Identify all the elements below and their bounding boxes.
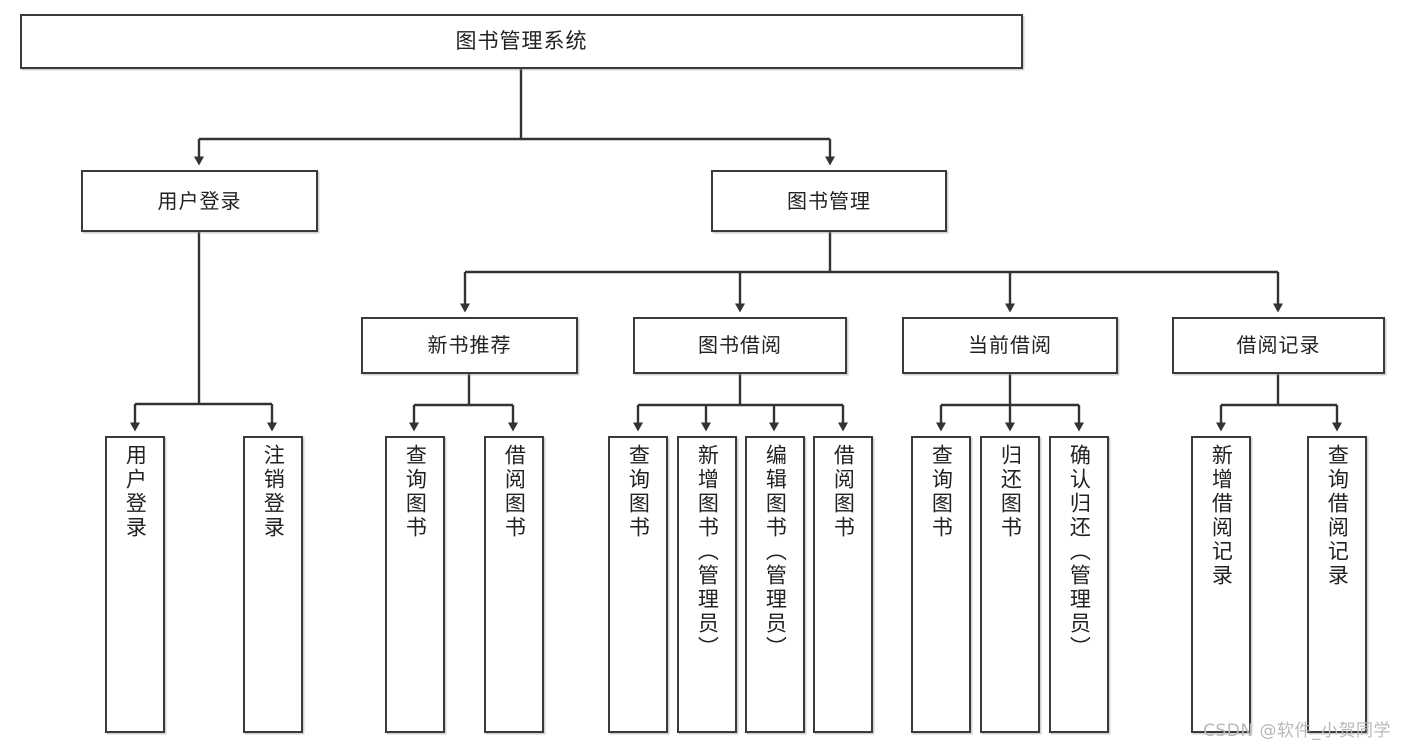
leaf-node-query-book-current[interactable]: 查询图书	[911, 436, 971, 733]
node-label: 归还图书	[998, 444, 1023, 540]
node-label: 借阅记录	[1236, 333, 1321, 357]
leaf-node-query-book-new[interactable]: 查询图书	[385, 436, 445, 733]
node-label: 新增图书（管理员）	[695, 444, 720, 660]
node-label: 用户登录	[123, 444, 148, 540]
leaf-node-borrow-book-new[interactable]: 借阅图书	[484, 436, 544, 733]
node-label: 查询借阅记录	[1325, 444, 1350, 588]
leaf-node-user-login[interactable]: 用户登录	[105, 436, 165, 733]
node-user-login[interactable]: 用户登录	[81, 170, 318, 232]
node-label: 注销登录	[261, 444, 286, 540]
node-label: 确认归还（管理员）	[1067, 444, 1092, 660]
node-label: 借阅图书	[831, 444, 856, 540]
node-label: 查询图书	[403, 444, 428, 540]
leaf-node-return-book[interactable]: 归还图书	[980, 436, 1040, 733]
leaf-node-logout[interactable]: 注销登录	[243, 436, 303, 733]
leaf-node-add-book-admin[interactable]: 新增图书（管理员）	[677, 436, 737, 733]
node-label: 图书管理系统	[455, 29, 588, 54]
node-label: 图书借阅	[698, 333, 782, 357]
node-label: 查询图书	[626, 444, 651, 540]
leaf-node-borrow-book[interactable]: 借阅图书	[813, 436, 873, 733]
leaf-node-query-borrow-record[interactable]: 查询借阅记录	[1307, 436, 1367, 733]
node-book-borrowing[interactable]: 图书借阅	[633, 317, 847, 374]
leaf-node-edit-book-admin[interactable]: 编辑图书（管理员）	[745, 436, 805, 733]
node-book-management[interactable]: 图书管理	[711, 170, 947, 232]
node-new-book-recommendation[interactable]: 新书推荐	[361, 317, 578, 374]
node-label: 编辑图书（管理员）	[763, 444, 788, 660]
node-label: 新书推荐	[427, 333, 512, 357]
leaf-node-add-borrow-record[interactable]: 新增借阅记录	[1191, 436, 1251, 733]
node-label: 借阅图书	[502, 444, 527, 540]
node-label: 图书管理	[787, 188, 871, 213]
node-borrowing-record[interactable]: 借阅记录	[1172, 317, 1385, 374]
leaf-node-confirm-return-admin[interactable]: 确认归还（管理员）	[1049, 436, 1109, 733]
node-label: 查询图书	[929, 444, 954, 540]
node-label: 当前借阅	[968, 333, 1052, 357]
watermark-text: CSDN @软件_小贺同学	[1203, 721, 1391, 741]
node-label: 新增借阅记录	[1209, 444, 1234, 588]
leaf-node-query-book-borrow[interactable]: 查询图书	[608, 436, 668, 733]
node-root-book-management-system[interactable]: 图书管理系统	[20, 14, 1023, 69]
node-label: 用户登录	[157, 188, 242, 213]
node-current-borrowing[interactable]: 当前借阅	[902, 317, 1118, 374]
